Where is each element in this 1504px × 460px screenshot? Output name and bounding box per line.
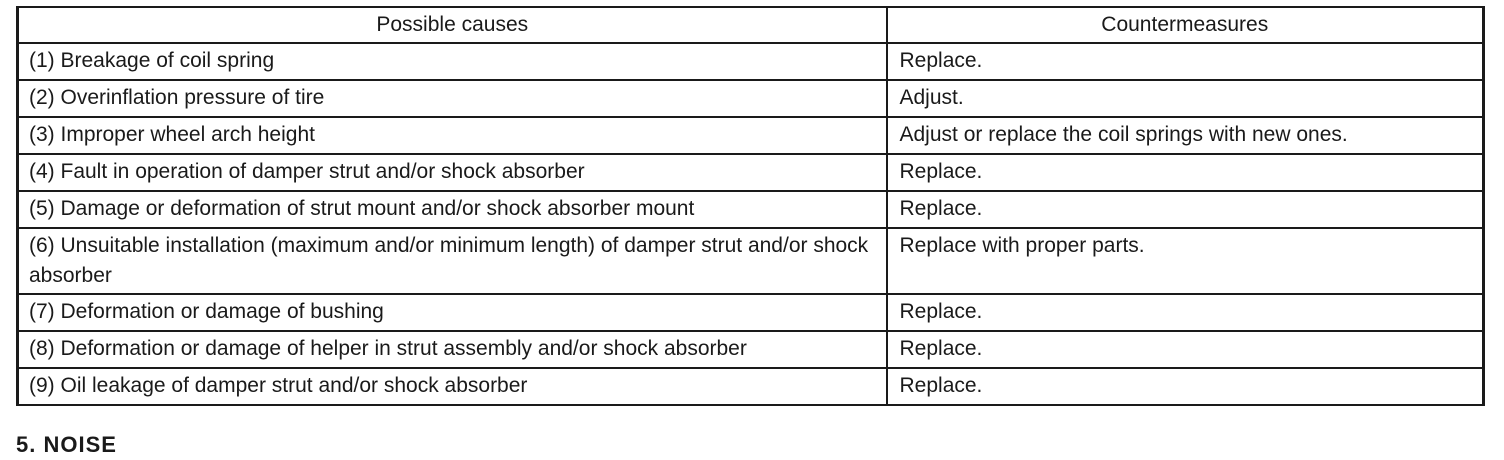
- countermeasure-cell: Replace.: [885, 42, 1485, 81]
- cause-cell: (1) Breakage of coil spring: [16, 42, 888, 81]
- cause-cell: (4) Fault in operation of damper strut a…: [16, 153, 888, 192]
- header-countermeasures: Countermeasures: [885, 6, 1485, 44]
- table-row: (6) Unsuitable installation (maximum and…: [16, 227, 1485, 295]
- table-row: (8) Deformation or damage of helper in s…: [16, 330, 1485, 369]
- table-row: (5) Damage or deformation of strut mount…: [16, 190, 1485, 229]
- causes-countermeasures-table: Possible causes Countermeasures (1) Brea…: [16, 6, 1485, 406]
- cause-cell: (5) Damage or deformation of strut mount…: [16, 190, 888, 229]
- table-row: (9) Oil leakage of damper strut and/or s…: [16, 367, 1485, 406]
- table-row: (2) Overinflation pressure of tire Adjus…: [16, 79, 1485, 118]
- countermeasure-cell: Adjust or replace the coil springs with …: [885, 116, 1485, 155]
- countermeasure-cell: Replace.: [885, 330, 1485, 369]
- cause-cell: (8) Deformation or damage of helper in s…: [16, 330, 888, 369]
- cause-cell: (3) Improper wheel arch height: [16, 116, 888, 155]
- countermeasure-cell: Replace.: [885, 190, 1485, 229]
- table-header: Possible causes Countermeasures: [16, 6, 1485, 44]
- countermeasure-cell: Replace.: [885, 293, 1485, 332]
- table-row: (1) Breakage of coil spring Replace.: [16, 42, 1485, 81]
- header-row: Possible causes Countermeasures: [16, 6, 1485, 44]
- next-section-heading: 5. NOISE: [16, 432, 117, 457]
- cause-cell: (9) Oil leakage of damper strut and/or s…: [16, 367, 888, 406]
- table-body: (1) Breakage of coil spring Replace. (2)…: [16, 42, 1485, 406]
- countermeasure-cell: Replace with proper parts.: [885, 227, 1485, 295]
- countermeasure-cell: Replace.: [885, 153, 1485, 192]
- cause-cell: (6) Unsuitable installation (maximum and…: [16, 227, 888, 295]
- countermeasure-cell: Replace.: [885, 367, 1485, 406]
- countermeasure-cell: Adjust.: [885, 79, 1485, 118]
- header-possible-causes: Possible causes: [16, 6, 888, 44]
- cause-cell: (7) Deformation or damage of bushing: [16, 293, 888, 332]
- table-row: (4) Fault in operation of damper strut a…: [16, 153, 1485, 192]
- table-row: (7) Deformation or damage of bushing Rep…: [16, 293, 1485, 332]
- cause-cell: (2) Overinflation pressure of tire: [16, 79, 888, 118]
- table-row: (3) Improper wheel arch height Adjust or…: [16, 116, 1485, 155]
